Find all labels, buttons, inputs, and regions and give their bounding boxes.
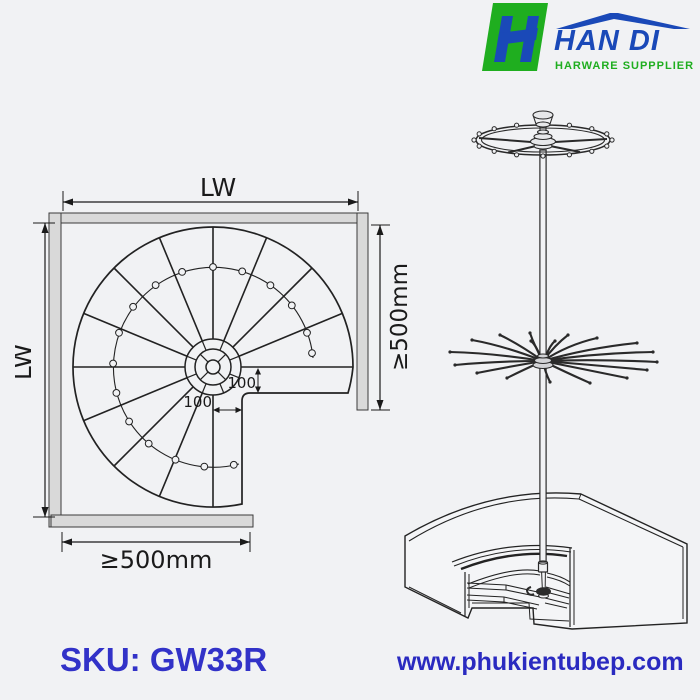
cabinet-walls xyxy=(48,212,369,528)
dimension-right-depth xyxy=(371,224,390,411)
dimension-label-bottom: ≥500mm xyxy=(100,546,213,574)
dimension-offset-vertical xyxy=(255,368,261,393)
hook-hub xyxy=(532,353,554,370)
brand-tagline: HARWARE SUPPPLIER xyxy=(555,60,695,72)
hook-tips xyxy=(448,331,659,385)
shelf-spokes xyxy=(73,227,353,507)
ring-hub xyxy=(529,129,557,150)
roof-icon xyxy=(556,13,690,29)
top-ring xyxy=(471,110,615,159)
logo-letter-h xyxy=(494,16,539,62)
brand-logo: HAN DI HARWARE SUPPPLIER xyxy=(480,2,696,78)
pole-foot xyxy=(526,560,551,599)
dimension-left-width xyxy=(33,222,55,518)
offset-label-horizontal: 100 xyxy=(183,393,212,411)
brand-name: HAN DI xyxy=(554,25,660,57)
dimension-label-right: ≥500mm xyxy=(387,263,413,371)
dimension-bottom-depth xyxy=(61,532,251,552)
dimension-label-left: LW xyxy=(15,344,37,380)
finial xyxy=(532,110,554,131)
center-hub xyxy=(184,338,242,396)
dimension-label-top: LW xyxy=(200,173,236,202)
shelf-beads xyxy=(109,263,316,471)
logo-text-block: HAN DI HARWARE SUPPPLIER xyxy=(554,2,696,78)
dimension-offset-horizontal xyxy=(213,407,242,413)
sku-label: SKU: GW33R xyxy=(60,641,268,678)
offset-label-vertical: 100 xyxy=(227,374,256,392)
hook-tier xyxy=(448,331,659,385)
product-3d-illustration xyxy=(404,110,688,630)
logo-monogram-icon xyxy=(482,3,548,71)
website-link[interactable]: www.phukientubep.com xyxy=(397,648,684,676)
top-view-diagram: LW LW ≥500mm ≥500mm xyxy=(15,173,413,574)
dimension-top-width xyxy=(62,191,359,211)
